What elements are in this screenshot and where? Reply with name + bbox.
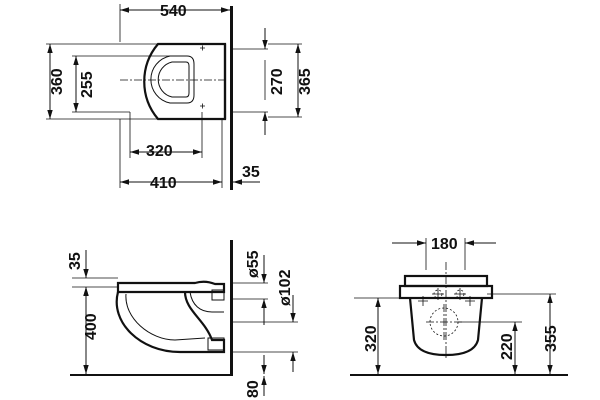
toilet-bowl-side xyxy=(115,291,226,354)
dim-320-front: 320 xyxy=(363,325,380,352)
hinge-mark-top xyxy=(200,45,205,51)
dim-255: 255 xyxy=(79,71,96,98)
bolt-mark-left xyxy=(418,296,428,306)
wall-line-top xyxy=(230,6,233,190)
mount-hole-right xyxy=(454,288,466,300)
front-view: 180 320 220 355 xyxy=(350,236,568,376)
mount-hole-left xyxy=(432,288,444,300)
dim-35-side: 35 xyxy=(67,252,84,270)
seat-outline xyxy=(150,55,195,104)
side-view: 35 400 ø55 ø102 80 xyxy=(67,240,298,398)
floor-line-side xyxy=(70,374,230,376)
dim-540: 540 xyxy=(160,3,187,20)
dim-400: 400 xyxy=(83,313,100,340)
toilet-lid-side xyxy=(116,280,226,294)
dim-365: 365 xyxy=(297,68,314,95)
dim-80: 80 xyxy=(245,380,262,398)
dim-360: 360 xyxy=(49,68,66,95)
dim-220: 220 xyxy=(499,333,516,360)
bolt-mark-right xyxy=(465,296,475,306)
outlet-hole xyxy=(426,304,462,340)
dim-320: 320 xyxy=(146,143,173,160)
bowl-outline-top xyxy=(143,42,227,121)
dim-270: 270 xyxy=(269,68,286,95)
dim-410: 410 xyxy=(150,175,177,192)
dim-355: 355 xyxy=(543,325,560,352)
inlet-connector xyxy=(211,289,225,301)
dim-d102: ø102 xyxy=(277,269,294,306)
seat-inner xyxy=(157,61,190,98)
wall-line-side xyxy=(230,240,233,376)
dim-d55: ø55 xyxy=(245,250,262,278)
dim-180: 180 xyxy=(431,236,458,253)
bowl-body-front xyxy=(408,297,484,357)
floor-line-front xyxy=(350,374,568,376)
outlet-connector xyxy=(207,337,225,351)
hinge-mark-bottom xyxy=(200,103,205,109)
bowl-trap-side xyxy=(189,291,224,313)
bowl-inner-side xyxy=(125,293,206,341)
dim-35-top: 35 xyxy=(242,164,260,181)
top-view: 540 360 255 270 365 320 410 xyxy=(46,3,314,192)
